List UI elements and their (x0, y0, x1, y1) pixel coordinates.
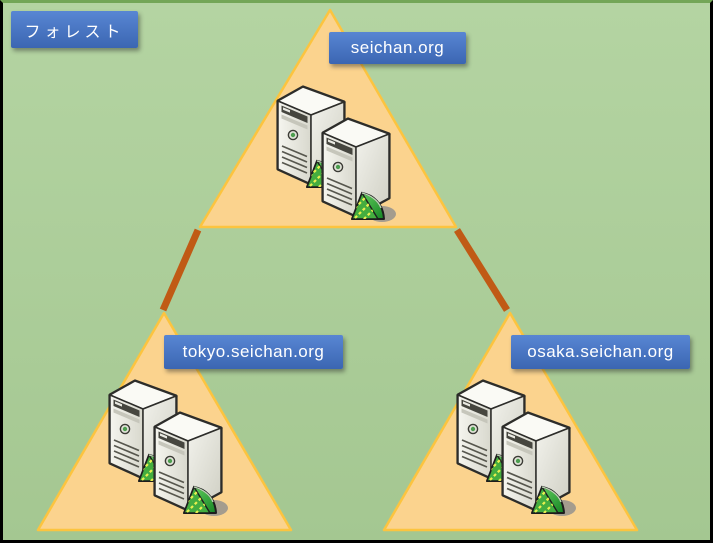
domain-label-tokyo: tokyo.seichan.org (164, 335, 343, 369)
trust-link-root-osaka (454, 228, 510, 312)
domain-label-osaka: osaka.seichan.org (511, 335, 690, 369)
domain-label-root: seichan.org (329, 32, 466, 64)
server-icon (503, 413, 576, 517)
server-icon (155, 413, 228, 517)
forest-label: フォレスト (11, 11, 138, 48)
trust-link-root-tokyo (159, 228, 202, 312)
server-icon (323, 119, 396, 223)
